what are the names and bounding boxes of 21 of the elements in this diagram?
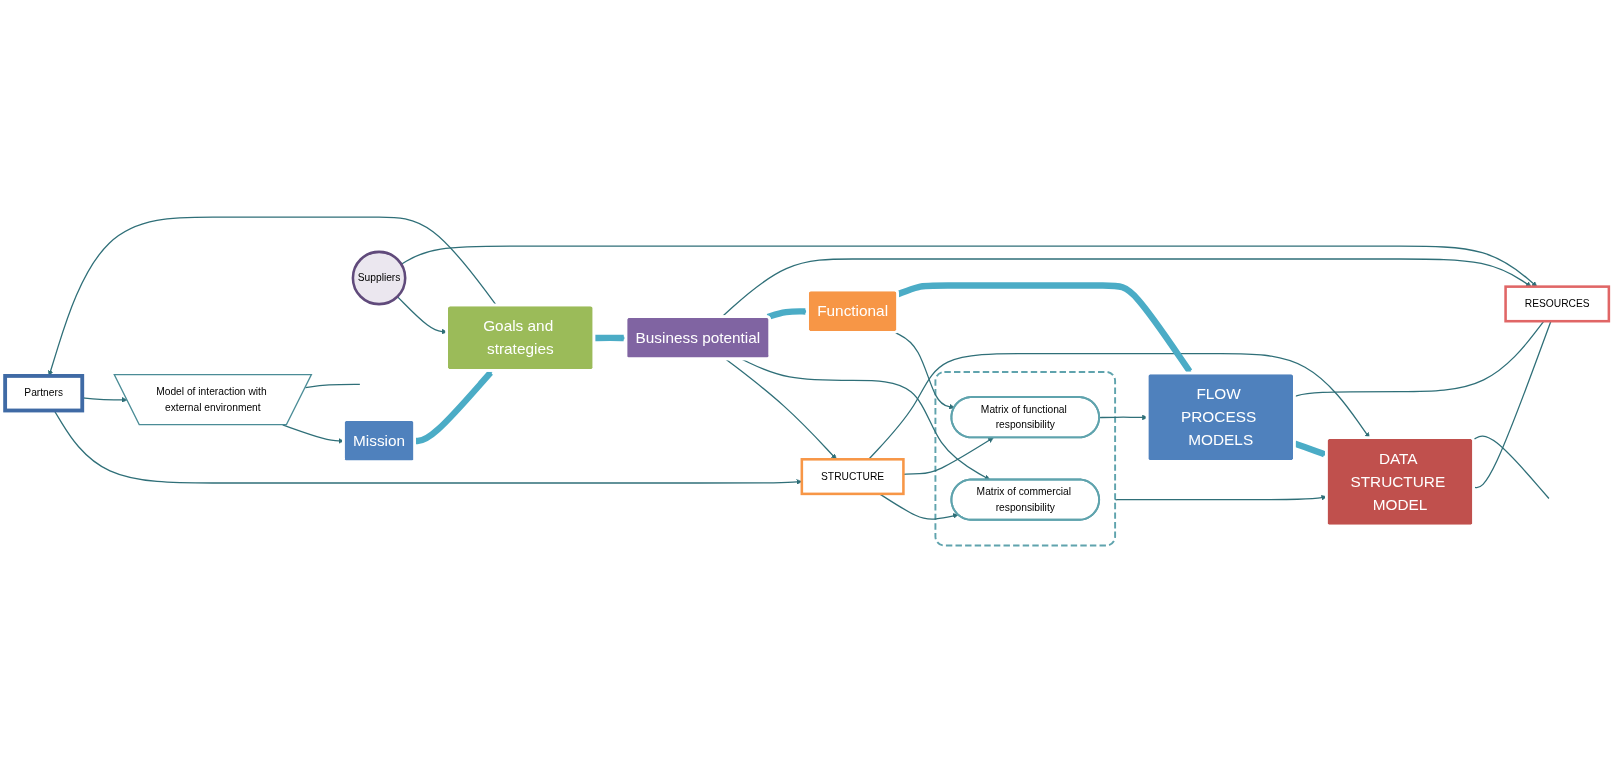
arrow bbox=[766, 307, 809, 320]
connector bbox=[1472, 435, 1550, 499]
node-box: RESOURCES bbox=[1504, 285, 1611, 323]
connector bbox=[1473, 320, 1552, 488]
arrow bbox=[1114, 494, 1327, 501]
arrow bbox=[1098, 414, 1148, 420]
arrow bbox=[593, 334, 627, 341]
arrow bbox=[721, 258, 1532, 318]
arrow bbox=[741, 358, 991, 480]
arrow bbox=[282, 423, 344, 444]
node-circle: Suppliers bbox=[351, 250, 407, 306]
connector bbox=[1294, 320, 1545, 397]
node-box: Partners bbox=[3, 373, 85, 413]
arrow bbox=[414, 370, 493, 444]
connector bbox=[304, 383, 361, 388]
arrow bbox=[868, 352, 1370, 460]
arrow bbox=[1293, 440, 1327, 457]
cluster bbox=[934, 370, 1117, 547]
arrow bbox=[47, 216, 497, 376]
arrow bbox=[894, 331, 955, 410]
node-box: STRUCTURE bbox=[800, 457, 905, 495]
